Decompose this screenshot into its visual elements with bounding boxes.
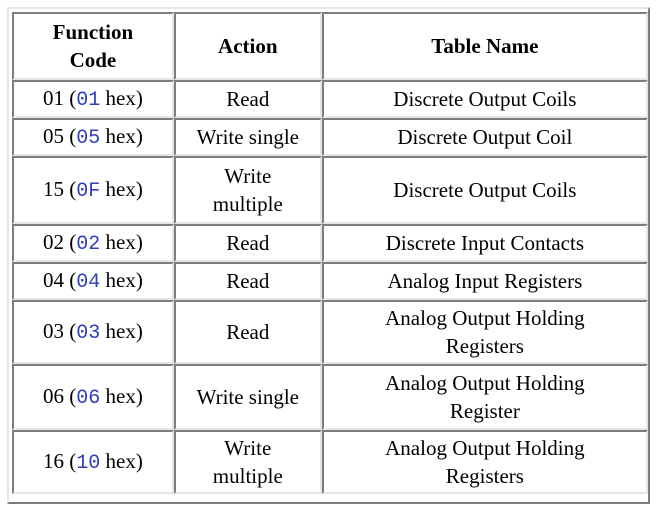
code-suffix: hex) [100,383,143,408]
action-cell: Write multiple [173,156,322,224]
header-action: Action [173,12,322,80]
table-name-cell: Discrete Output Coils [321,156,648,224]
code-hex: 0F [76,179,101,203]
table-name-cell: Discrete Input Contacts [321,224,648,262]
function-code-cell: 16 (10 hex) [12,430,174,494]
code-hex: 05 [76,126,101,150]
code-hex: 03 [76,321,101,345]
header-function-code: Function Code [12,12,174,80]
table-row: 16 (10 hex) Write multiple Analog Output… [12,430,648,494]
code-hex: 02 [76,232,101,256]
code-suffix: hex) [100,176,143,201]
function-code-cell: 06 (06 hex) [12,364,174,430]
code-decimal: 16 ( [42,448,77,473]
code-hex: 01 [76,88,101,112]
action-cell: Write single [173,118,322,156]
action-cell: Read [173,224,322,262]
table-name-cell: Analog Output Holding Registers [321,430,648,494]
code-hex: 04 [76,270,101,294]
function-code-cell: 04 (04 hex) [12,262,174,300]
action-cell: Read [173,300,322,364]
function-code-table-frame: Function Code Action Table Name 01 (01 h… [7,7,650,504]
code-hex: 06 [76,386,101,410]
code-suffix: hex) [100,85,143,110]
action-cell: Read [173,80,322,118]
code-decimal: 02 ( [42,229,77,254]
function-code-cell: 01 (01 hex) [12,80,174,118]
function-code-cell: 02 (02 hex) [12,224,174,262]
table-name-cell: Discrete Output Coils [321,80,648,118]
function-code-cell: 03 (03 hex) [12,300,174,364]
code-decimal: 15 ( [42,176,77,201]
table-row: 02 (02 hex) Read Discrete Input Contacts [12,224,648,262]
code-suffix: hex) [100,229,143,254]
table-row: 04 (04 hex) Read Analog Input Registers [12,262,648,300]
code-decimal: 03 ( [42,318,77,343]
action-cell: Read [173,262,322,300]
table-row: 01 (01 hex) Read Discrete Output Coils [12,80,648,118]
code-suffix: hex) [100,448,143,473]
table-name-cell: Analog Output Holding Registers [321,300,648,364]
function-code-table: Function Code Action Table Name 01 (01 h… [12,12,648,494]
table-row: 05 (05 hex) Write single Discrete Output… [12,118,648,156]
code-decimal: 04 ( [42,267,77,292]
header-table-name: Table Name [321,12,648,80]
table-name-cell: Discrete Output Coil [321,118,648,156]
table-row: 03 (03 hex) Read Analog Output Holding R… [12,300,648,364]
table-name-cell: Analog Output Holding Register [321,364,648,430]
function-code-cell: 15 (0F hex) [12,156,174,224]
code-suffix: hex) [100,123,143,148]
function-code-cell: 05 (05 hex) [12,118,174,156]
table-name-cell: Analog Input Registers [321,262,648,300]
code-suffix: hex) [100,267,143,292]
code-decimal: 05 ( [42,123,77,148]
action-cell: Write single [173,364,322,430]
code-suffix: hex) [100,318,143,343]
code-hex: 10 [76,451,101,475]
action-cell: Write multiple [173,430,322,494]
table-row: 06 (06 hex) Write single Analog Output H… [12,364,648,430]
table-row: 15 (0F hex) Write multiple Discrete Outp… [12,156,648,224]
header-row: Function Code Action Table Name [12,12,648,80]
code-decimal: 06 ( [42,383,77,408]
code-decimal: 01 ( [42,85,77,110]
